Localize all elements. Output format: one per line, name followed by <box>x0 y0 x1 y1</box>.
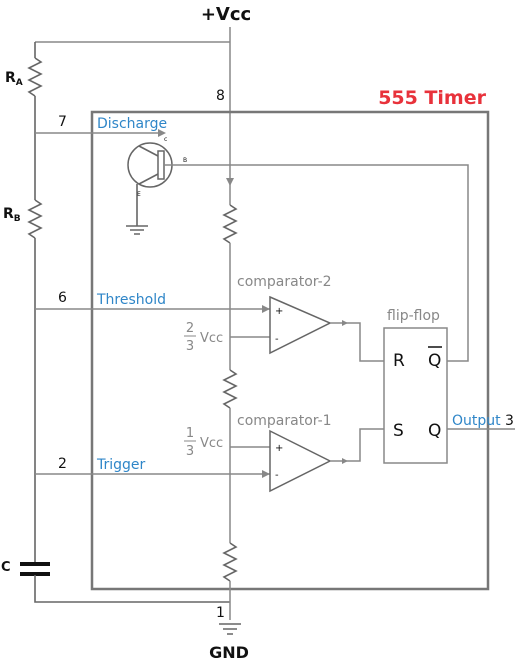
comparator-1-arrow <box>342 458 348 464</box>
comparator-2-output <box>330 322 384 362</box>
svg-text:1: 1 <box>186 426 194 441</box>
trigger-arrow <box>262 470 270 478</box>
pin-8-label: 8 <box>216 88 225 104</box>
svg-text:3: 3 <box>186 339 194 354</box>
comparator-2-minus: - <box>275 334 279 345</box>
threshold-label: Threshold <box>96 292 166 308</box>
transistor-b-label: B <box>183 157 187 164</box>
flip-flop-label: flip-flop <box>387 308 440 324</box>
transistor-c-label: c <box>164 136 167 143</box>
pin-1-label: 1 <box>216 605 225 621</box>
capacitor-c <box>20 562 50 576</box>
pin-7-label: 7 <box>58 114 67 130</box>
transistor-base-lead <box>164 164 469 362</box>
resistor-rb <box>27 199 43 239</box>
comparator-1-output <box>330 428 384 462</box>
supply-label: +Vcc <box>201 4 251 25</box>
discharge-arrow <box>158 129 166 137</box>
rb-label: RB <box>3 206 21 224</box>
svg-text:3: 3 <box>186 444 194 459</box>
pin-6-label: 6 <box>58 290 67 306</box>
ra-label: RA <box>5 70 23 88</box>
ground-icon <box>219 623 241 635</box>
flip-flop-r: R <box>393 351 405 371</box>
comparator-2-plus: + <box>275 306 283 317</box>
flip-flop-qbar: Q <box>428 351 441 371</box>
comparator-2-arrow <box>342 320 348 326</box>
chip-body <box>90 110 490 591</box>
svg-text:Vcc: Vcc <box>200 331 223 346</box>
comparator-1-plus: + <box>275 443 283 454</box>
transistor-emitter <box>138 173 159 185</box>
comparator-2-label: comparator-2 <box>237 274 332 290</box>
trigger-label: Trigger <box>96 457 146 473</box>
ground-label: GND <box>209 643 249 662</box>
transistor-ground-icon <box>126 225 148 235</box>
discharge-label: Discharge <box>97 116 167 132</box>
capacitor-label: C <box>1 560 11 575</box>
left-bus-bottom <box>34 575 230 603</box>
comparator-1-minus: - <box>275 470 279 481</box>
transistor-collector <box>138 145 159 157</box>
flip-flop-block <box>383 327 448 464</box>
divider-r1 <box>222 204 238 244</box>
ref-lower-label: 1 3 Vcc <box>184 426 223 459</box>
comparator-2 <box>269 295 332 355</box>
comparator-1 <box>269 429 332 493</box>
resistor-ra <box>27 57 43 97</box>
divider-r3 <box>222 542 238 582</box>
divider-r2 <box>222 369 238 409</box>
svg-text:2: 2 <box>186 321 194 336</box>
transistor-base-bar <box>157 150 165 180</box>
ref-upper-label: 2 3 Vcc <box>184 321 223 354</box>
svg-text:Vcc: Vcc <box>200 436 223 451</box>
vcc-arrow <box>226 178 234 186</box>
flip-flop-s: S <box>393 421 404 441</box>
threshold-arrow <box>262 305 270 313</box>
flip-flop-q: Q <box>428 421 441 441</box>
comparator-1-label: comparator-1 <box>237 413 332 429</box>
pin-2-label: 2 <box>58 456 67 472</box>
output-label: Output <box>452 413 501 429</box>
transistor-e-label: E <box>137 191 141 198</box>
chip-title: 555 Timer <box>378 87 486 109</box>
pin-3-label: 3 <box>505 413 514 429</box>
